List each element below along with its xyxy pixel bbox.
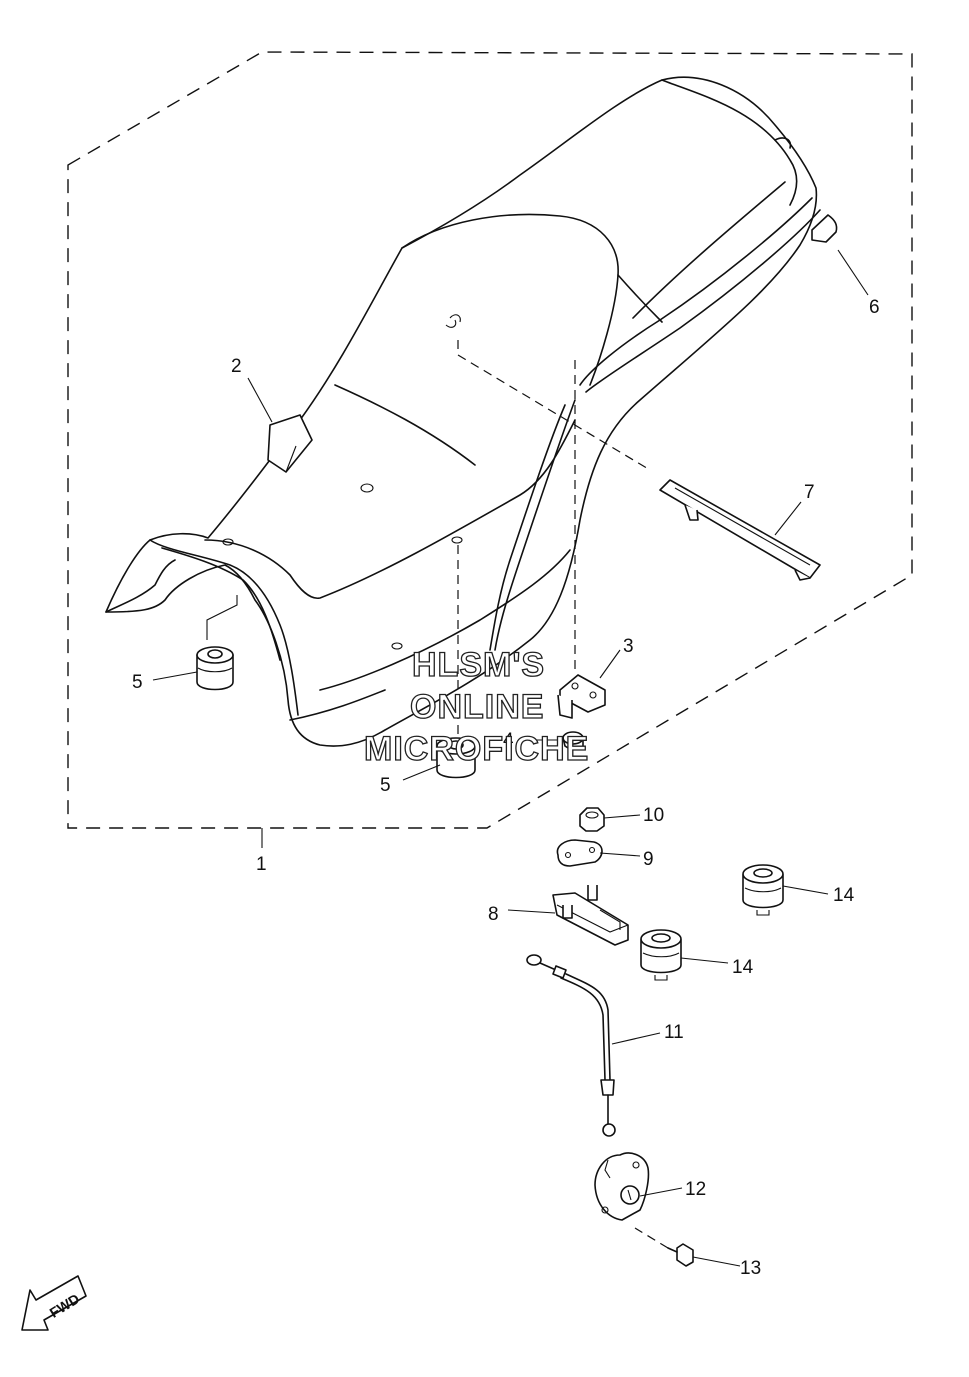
seat-lock[interactable] [594,1152,650,1221]
guide-line-7 [457,340,651,471]
callout-1: 1 [256,854,267,875]
callout-10: 10 [643,805,664,826]
callout-7: 7 [804,482,815,503]
damper-5b[interactable] [436,737,476,779]
callout-13: 13 [740,1258,761,1279]
callout-2: 2 [231,356,242,377]
watermark: HLSM'S ONLINE MICROFICHE [363,645,589,768]
bolt[interactable] [634,1227,694,1267]
seat-label[interactable] [267,414,313,473]
lock-bracket[interactable] [552,885,629,946]
callout-14b: 14 [732,957,754,978]
callout-5a: 5 [132,672,143,693]
callout-4: 4 [503,730,514,751]
callout-5b: 5 [380,775,391,796]
collar[interactable] [562,731,584,750]
seat-strap[interactable] [659,479,821,581]
leader-lines [152,249,869,1267]
nut[interactable] [579,807,605,832]
callout-9: 9 [643,849,654,870]
seat-rail[interactable] [811,214,838,243]
damper-14a[interactable] [742,864,784,916]
damper-14b[interactable] [640,929,682,981]
watermark-line-2: ONLINE [410,688,544,726]
seat-assembly[interactable] [105,76,821,747]
assembly-boundary [67,51,913,829]
seat-lock-cable[interactable] [526,954,616,1137]
callout-6: 6 [869,297,880,318]
damper-5a[interactable] [196,646,234,691]
guide-line-5a [206,595,238,640]
callout-8: 8 [488,904,499,925]
callout-12: 12 [685,1179,706,1200]
watermark-line-3: MICROFICHE [364,730,589,768]
watermark-line-1: HLSM'S [412,646,545,684]
callout-11: 11 [664,1022,684,1043]
fwd-arrow-icon: FWD [21,1275,87,1331]
seat-bracket[interactable] [557,674,606,719]
plate[interactable] [556,839,603,867]
callout-3: 3 [623,636,634,657]
callout-14a: 14 [833,885,855,906]
